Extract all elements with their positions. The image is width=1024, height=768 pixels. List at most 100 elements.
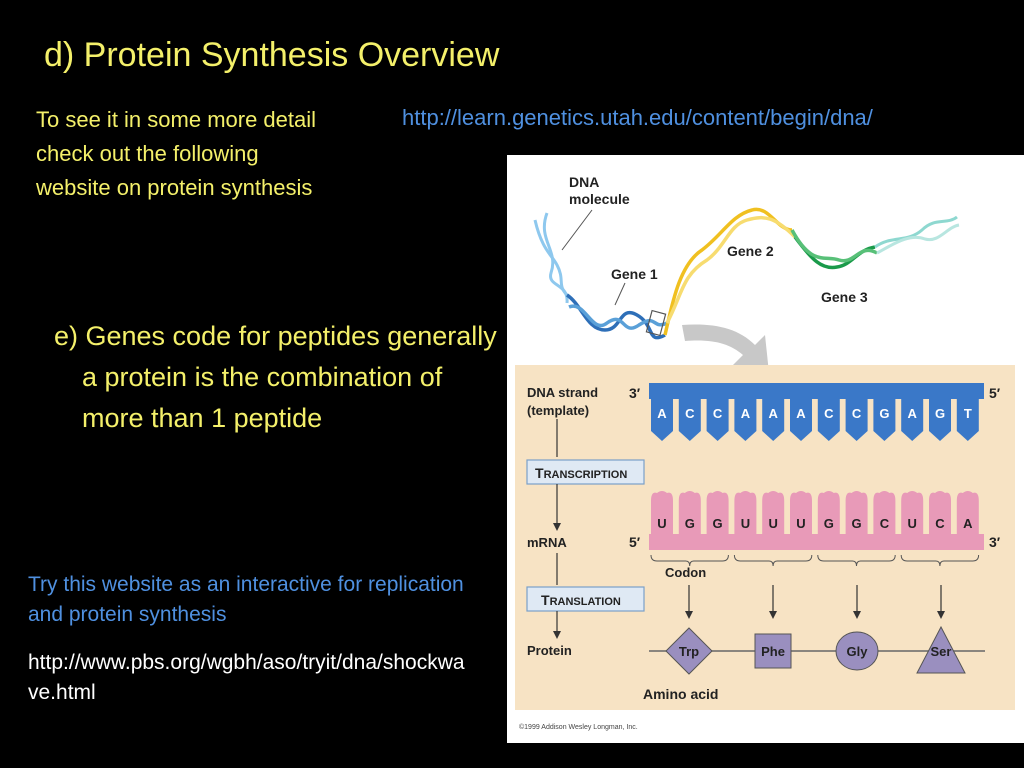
amino-phe-shape bbox=[754, 633, 792, 669]
amino-trp-shape bbox=[665, 627, 713, 675]
codon-brace-1 bbox=[733, 554, 813, 567]
mrna-base-letter-5: U bbox=[796, 516, 805, 531]
gene3-label: Gene 3 bbox=[821, 289, 868, 305]
dna-base-letter-9: A bbox=[908, 406, 918, 421]
dna-base-letter-10: G bbox=[935, 406, 945, 421]
mrna-base-7 bbox=[845, 491, 868, 534]
gene2-label: Gene 2 bbox=[727, 243, 774, 259]
dna-base-11 bbox=[956, 399, 979, 441]
dna-molecule-label-line1: DNA bbox=[569, 174, 599, 190]
codon-arrowhead-0 bbox=[685, 611, 693, 619]
transcription-label: TRANSCRIPTION bbox=[535, 465, 627, 481]
dna-base-2 bbox=[706, 399, 729, 441]
mrna-base-5 bbox=[790, 491, 812, 534]
arrowhead-mrna bbox=[553, 523, 561, 531]
pbs-link[interactable]: http://www.pbs.org/wgbh/aso/tryit/dna/sh… bbox=[28, 651, 465, 704]
dna-base-4 bbox=[762, 399, 785, 441]
dna-base-letter-6: C bbox=[824, 406, 834, 421]
dna-base-10 bbox=[929, 399, 951, 441]
dna-base-letter-0: A bbox=[657, 406, 667, 421]
mrna-base-2 bbox=[706, 491, 729, 534]
dna-base-letter-2: C bbox=[713, 406, 723, 421]
dna-base-3 bbox=[734, 399, 757, 441]
zoom-arrow bbox=[682, 324, 769, 373]
codon-brace-0 bbox=[650, 554, 729, 567]
dna-molecule-label-line2: molecule bbox=[569, 191, 630, 207]
dna-strand-label-line1: DNA strand bbox=[527, 385, 598, 400]
mrna-base-0 bbox=[651, 491, 673, 534]
protein-label: Protein bbox=[527, 643, 572, 658]
mrna-base-letter-6: G bbox=[824, 516, 834, 531]
mrna-five-prime: 5′ bbox=[629, 534, 641, 550]
protein-synthesis-figure: DNA molecule Gene 1 Gene 2 Gene 3 DNA st… bbox=[507, 155, 1024, 743]
mrna-base-letter-8: C bbox=[880, 516, 890, 531]
dna-base-letter-7: C bbox=[852, 406, 862, 421]
copyright-text: ©1999 Addison Wesley Longman, Inc. bbox=[519, 723, 638, 731]
genetics-link[interactable]: http://learn.genetics.utah.edu/content/b… bbox=[402, 105, 873, 130]
codon-brace-2 bbox=[817, 554, 896, 567]
codon-arrowhead-1 bbox=[769, 611, 777, 619]
translation-label: TRANSLATION bbox=[541, 592, 621, 608]
mrna-base-4 bbox=[762, 491, 785, 534]
dna-base-letter-8: G bbox=[879, 406, 889, 421]
arrowhead-protein bbox=[553, 631, 561, 639]
dna-backbone bbox=[649, 383, 984, 399]
codon-brace-3 bbox=[900, 554, 980, 567]
mrna-base-letter-9: U bbox=[908, 516, 917, 531]
mrna-base-letter-0: U bbox=[657, 516, 666, 531]
amino-acid-label: Amino acid bbox=[643, 686, 718, 702]
dna-base-0 bbox=[651, 399, 673, 441]
codon-arrowhead-3 bbox=[937, 611, 945, 619]
mrna-base-3 bbox=[734, 491, 757, 534]
amino-trp-label: Trp bbox=[679, 644, 699, 659]
dna-base-7 bbox=[845, 399, 868, 441]
slide-title: d) Protein Synthesis Overview bbox=[44, 36, 500, 74]
mrna-three-prime: 3′ bbox=[989, 534, 1001, 550]
mrna-base-letter-4: U bbox=[769, 516, 778, 531]
mrna-base-letter-10: C bbox=[935, 516, 945, 531]
dna-base-1 bbox=[678, 399, 701, 441]
dna-strand-label-line2: (template) bbox=[527, 403, 589, 418]
codon-arrows bbox=[685, 585, 945, 619]
dna-base-6 bbox=[817, 399, 840, 441]
dna-base-8 bbox=[873, 399, 896, 441]
codon-braces bbox=[650, 554, 980, 567]
mrna-base-letter-1: G bbox=[685, 516, 695, 531]
amino-phe-label: Phe bbox=[761, 644, 785, 659]
amino-ser-shape bbox=[916, 625, 966, 674]
mrna-base-letter-2: G bbox=[713, 516, 723, 531]
figure-svg: DNA molecule Gene 1 Gene 2 Gene 3 DNA st… bbox=[515, 174, 1015, 731]
mrna-base-letter-11: A bbox=[963, 516, 973, 531]
dna-base-letter-5: A bbox=[796, 406, 806, 421]
codon-arrowhead-2 bbox=[853, 611, 861, 619]
mrna-base-8 bbox=[873, 491, 896, 534]
genes-bullet: e) Genes code for peptides generally a p… bbox=[54, 321, 497, 433]
mrna-base-6 bbox=[817, 491, 840, 534]
mrna-base-11 bbox=[956, 491, 979, 534]
dna-base-5 bbox=[790, 399, 812, 441]
dna-three-prime: 3′ bbox=[629, 385, 641, 401]
amino-ser-label: Ser bbox=[931, 644, 952, 659]
mrna-base-letter-3: U bbox=[741, 516, 750, 531]
transcription-box bbox=[526, 459, 645, 485]
amino-gly-label: Gly bbox=[847, 644, 869, 659]
gene1-label: Gene 1 bbox=[611, 266, 658, 282]
dna-base-9 bbox=[901, 399, 924, 441]
dna-molecule bbox=[533, 207, 960, 340]
mrna-base-letter-7: G bbox=[852, 516, 862, 531]
dna-base-letter-1: C bbox=[685, 406, 695, 421]
mrna-backbone bbox=[649, 534, 984, 550]
translation-box bbox=[526, 586, 645, 612]
codon-label: Codon bbox=[665, 565, 706, 580]
amino-gly-shape bbox=[835, 631, 879, 671]
dna-base-letter-4: A bbox=[769, 406, 779, 421]
dna-base-letter-11: T bbox=[964, 406, 972, 421]
mrna-base-9 bbox=[901, 491, 924, 534]
mrna-base-10 bbox=[929, 491, 951, 534]
mrna-label: mRNA bbox=[527, 535, 567, 550]
detail-note: To see it in some more detail check out … bbox=[36, 107, 317, 200]
mrna-base-1 bbox=[678, 491, 701, 534]
dna-base-letter-3: A bbox=[741, 406, 751, 421]
